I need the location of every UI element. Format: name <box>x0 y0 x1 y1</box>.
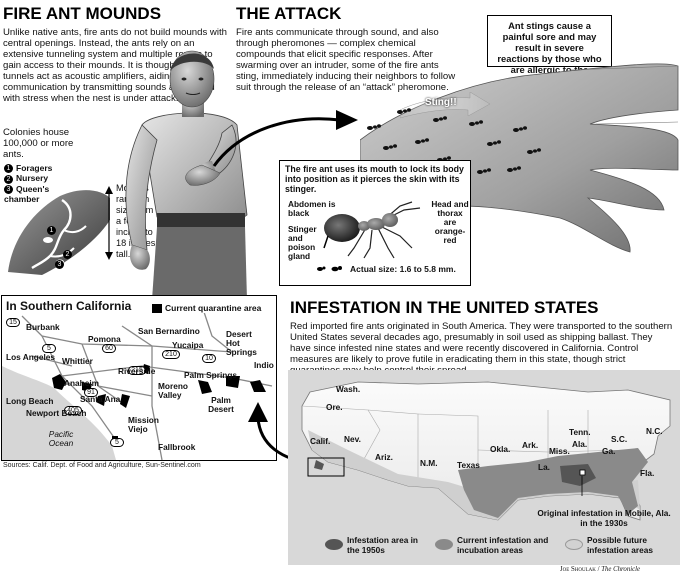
the-attack-text: Fire ants communicate through sound, and… <box>236 27 456 93</box>
place-pomona: Pomona <box>88 334 121 344</box>
state-nev: Nev. <box>344 434 361 444</box>
socal-legend: Current quarantine area <box>152 303 262 314</box>
credit-paper: The Chronicle <box>601 566 641 573</box>
state-ariz: Ariz. <box>375 452 393 462</box>
place-riverside: Riverside <box>118 366 156 376</box>
state-ark: Ark. <box>522 440 539 450</box>
state-ga: Ga. <box>602 446 616 456</box>
place-pacific-ocean: Pacific Ocean <box>48 429 74 448</box>
socal-map-title: In Southern California <box>6 299 132 313</box>
man-illustration <box>125 50 248 300</box>
state-nc: N.C. <box>646 426 663 436</box>
place-burbank: Burbank <box>26 322 60 332</box>
state-ore: Ore. <box>326 402 343 412</box>
place-desert-hot-springs: Desert Hot Springs <box>226 329 257 357</box>
head-thorax-label: Head and thorax are orange-red <box>431 199 469 245</box>
stinger-label: Stinger and poison gland <box>288 224 317 261</box>
quarantine-swatch <box>152 304 162 314</box>
small-ant-icons <box>317 266 342 272</box>
mound-size-arrow <box>105 186 113 260</box>
us-infestation-title: INFESTATION IN THE UNITED STATES <box>290 298 599 317</box>
credit-artist: Joe Shoulak <box>560 566 596 573</box>
legend-1950s-swatch <box>325 539 343 550</box>
state-texas: Texas <box>457 460 480 470</box>
place-long-beach: Long Beach <box>6 396 54 406</box>
place-san-bernardino: San Bernardino <box>138 326 200 336</box>
state-fla: Fla. <box>640 468 655 478</box>
mound-marker-2: 2 <box>63 246 75 264</box>
socal-sources: Sources: Calif. Dept. of Food and Agricu… <box>3 462 201 469</box>
socal-map-panel: 15 210 5 405 91 60 10 215 5 In Southern … <box>1 295 277 461</box>
state-calif: Calif. <box>310 436 331 446</box>
abdomen-label: Abdomen is black <box>288 199 336 218</box>
hwy-shield-91: 91 <box>84 388 98 397</box>
hwy-shield-60: 60 <box>102 344 116 353</box>
place-palm-springs: Palm Springs <box>184 370 238 380</box>
place-moreno-valley: Moreno Valley <box>158 381 188 400</box>
socal-map-graphic <box>2 305 273 460</box>
hwy-shield-210: 210 <box>162 350 180 359</box>
place-fallbrook: Fallbrook <box>158 442 196 452</box>
legend-current-swatch <box>435 539 453 550</box>
mound-marker-3: 3 <box>55 256 67 274</box>
sting-label: Sting!! <box>425 97 457 108</box>
attack-pointer-arrow <box>212 110 358 167</box>
state-sc: S.C. <box>611 434 628 444</box>
place-palm-desert: Palm Desert <box>208 395 234 414</box>
place-santa-ana: Santa Ana <box>80 394 121 404</box>
ant-illustration <box>323 201 421 259</box>
ants-on-hand <box>367 108 541 174</box>
colonies-text: Colonies house 100,000 or more ants. <box>3 127 74 160</box>
place-newport-beach: Newport Beach <box>26 408 87 418</box>
state-tenn: Tenn. <box>569 427 591 437</box>
hwy-shield-15-north: 15 <box>6 318 20 327</box>
hwy-shield-405: 405 <box>64 406 82 415</box>
us-map-graphic <box>301 381 671 521</box>
fire-ant-mounds-title: FIRE ANT MOUNDS <box>3 4 162 23</box>
place-los-angeles: Los Angeles <box>6 352 56 362</box>
us-infestation-text: Red imported fire ants originated in Sou… <box>290 321 673 376</box>
place-indio: Indio <box>254 360 274 370</box>
us-legend: Infestation area in the 1950s Current in… <box>325 535 675 561</box>
state-wash: Wash. <box>336 384 361 394</box>
sting-arrow <box>400 92 490 119</box>
legend-future-swatch <box>565 539 583 550</box>
mobile-origin-note: Original infestation in Mobile, Ala. in … <box>537 508 671 528</box>
state-nm: N.M. <box>420 458 438 468</box>
place-mission-viejo: Mission Viejo <box>128 415 159 434</box>
the-attack-title: THE ATTACK <box>236 4 342 23</box>
sting-callout-box: Ant stings cause a painful sore and may … <box>487 15 612 86</box>
hwy-shield-5-south: 5 <box>110 438 124 447</box>
hwy-shield-5-north: 5 <box>42 344 56 353</box>
place-yucaipa: Yucaipa <box>172 340 204 350</box>
credit-line: Joe Shoulak / The Chronicle <box>560 566 641 573</box>
hwy-shield-10: 10 <box>202 354 216 363</box>
fire-ant-mounds-text: Unlike native ants, fire ants do not bui… <box>3 27 227 104</box>
ant-detail-caption: The fire ant uses its mouth to lock its … <box>285 164 464 194</box>
hwy-shield-215: 215 <box>128 366 146 375</box>
place-anaheim: Anaheim <box>64 378 100 388</box>
state-miss: Miss. <box>549 446 570 456</box>
actual-size-label: Actual size: 1.6 to 5.8 mm. <box>350 264 456 274</box>
state-la: La. <box>538 462 550 472</box>
mound-marker-1: 1 <box>47 222 59 240</box>
state-okla: Okla. <box>490 444 511 454</box>
mound-illustration <box>8 190 110 275</box>
place-whittier: Whittier <box>62 356 93 366</box>
state-ala: Ala. <box>572 439 588 449</box>
